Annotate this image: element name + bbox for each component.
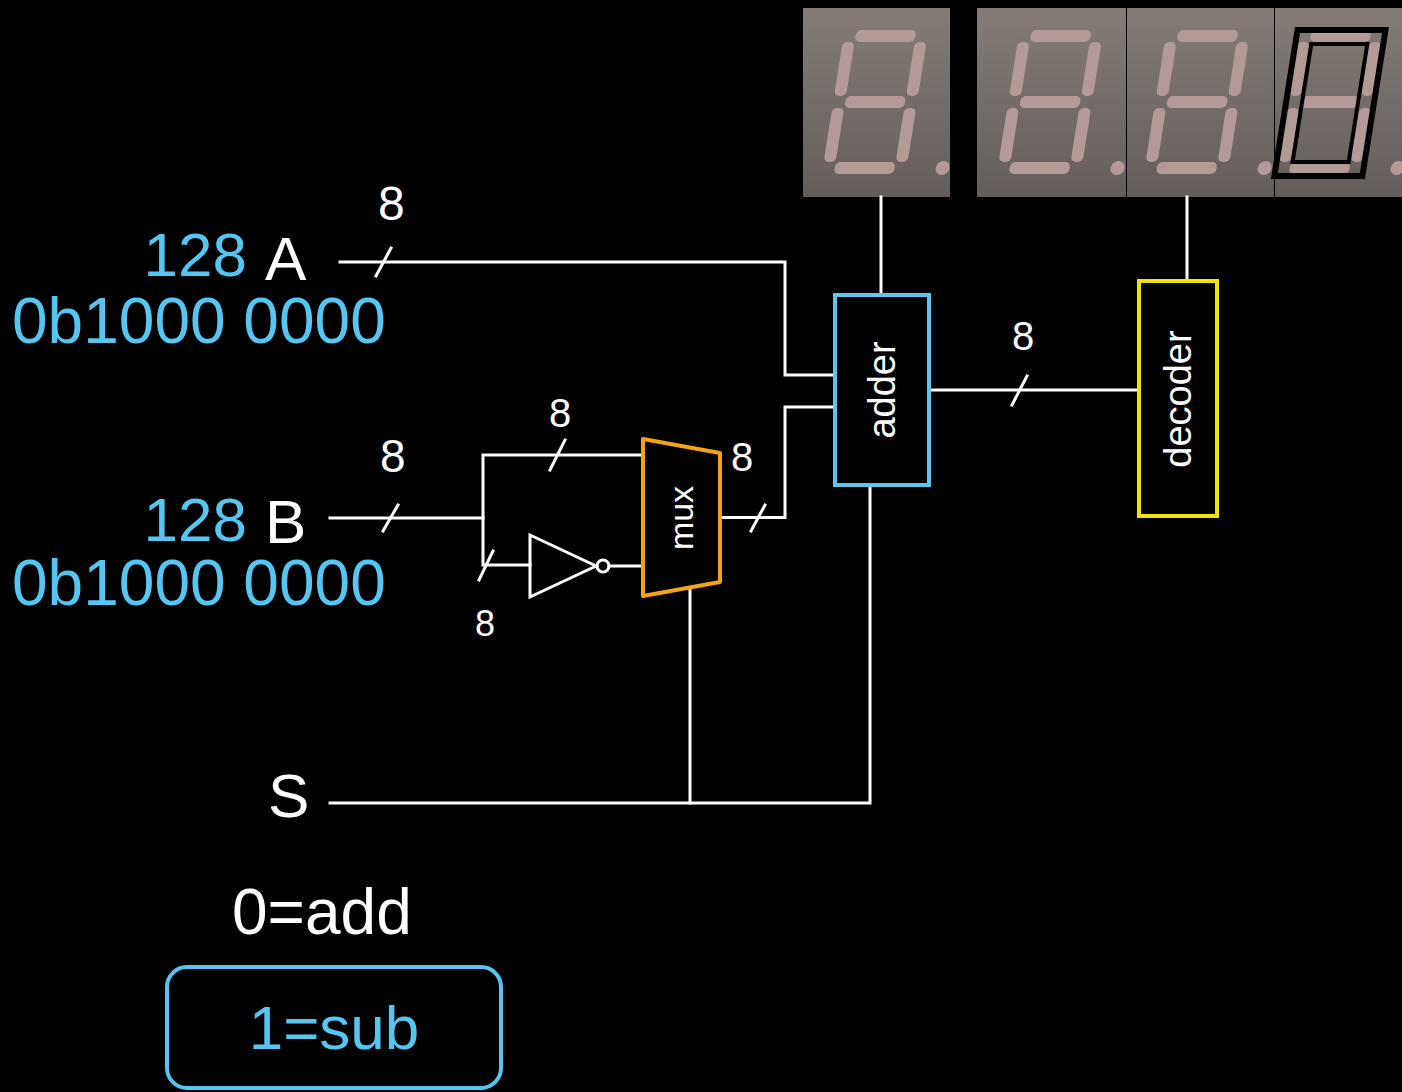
display-digit <box>997 30 1147 175</box>
display-digit <box>1144 30 1294 175</box>
inverter-out-wire <box>609 565 641 568</box>
bus-slash <box>550 440 565 470</box>
bus-slash <box>376 248 391 276</box>
select-wire <box>689 588 692 803</box>
mode-box: 1=sub <box>165 965 503 1090</box>
binary-value: 0b1000 0000 <box>12 289 386 353</box>
signal-name: B <box>265 491 306 553</box>
bus-width: 8 <box>549 393 571 433</box>
bus-slash <box>383 505 398 531</box>
inverter-symbol <box>530 535 596 597</box>
wires <box>330 197 1187 803</box>
block-name: 1=sub <box>249 997 420 1059</box>
inverter-bubble <box>597 560 609 572</box>
bus-width: 8 <box>378 180 405 228</box>
adder-block: adder <box>833 293 931 487</box>
a-bus-wire <box>340 262 833 375</box>
b-bus-wire <box>330 517 483 520</box>
bus-slash <box>479 551 493 580</box>
digit-zero-outline <box>1274 30 1385 176</box>
bus-width: 8 <box>475 606 495 642</box>
block-name: mux <box>664 485 698 549</box>
mode-note: 0=add <box>232 880 412 944</box>
select-wire <box>330 487 870 803</box>
display-digit <box>822 30 972 175</box>
mux-block: mux <box>641 437 722 598</box>
decoder-block: decoder <box>1137 279 1219 518</box>
signal-name: A <box>265 228 306 290</box>
bus-width: 8 <box>731 437 753 477</box>
signal-name: S <box>268 765 309 827</box>
mux-trapezoid <box>643 439 720 596</box>
decimal-value: 128 <box>144 224 247 286</box>
block-name: adder <box>863 341 901 438</box>
display-wire <box>1186 197 1189 279</box>
bus-wire <box>722 407 833 518</box>
decimal-value: 128 <box>144 489 247 551</box>
bus-width: 8 <box>380 433 406 479</box>
bus-width: 8 <box>1012 316 1034 356</box>
display-wire <box>880 197 883 293</box>
bus-wire <box>931 389 1137 392</box>
binary-value: 0b1000 0000 <box>12 551 386 615</box>
block-name: decoder <box>1159 330 1197 467</box>
